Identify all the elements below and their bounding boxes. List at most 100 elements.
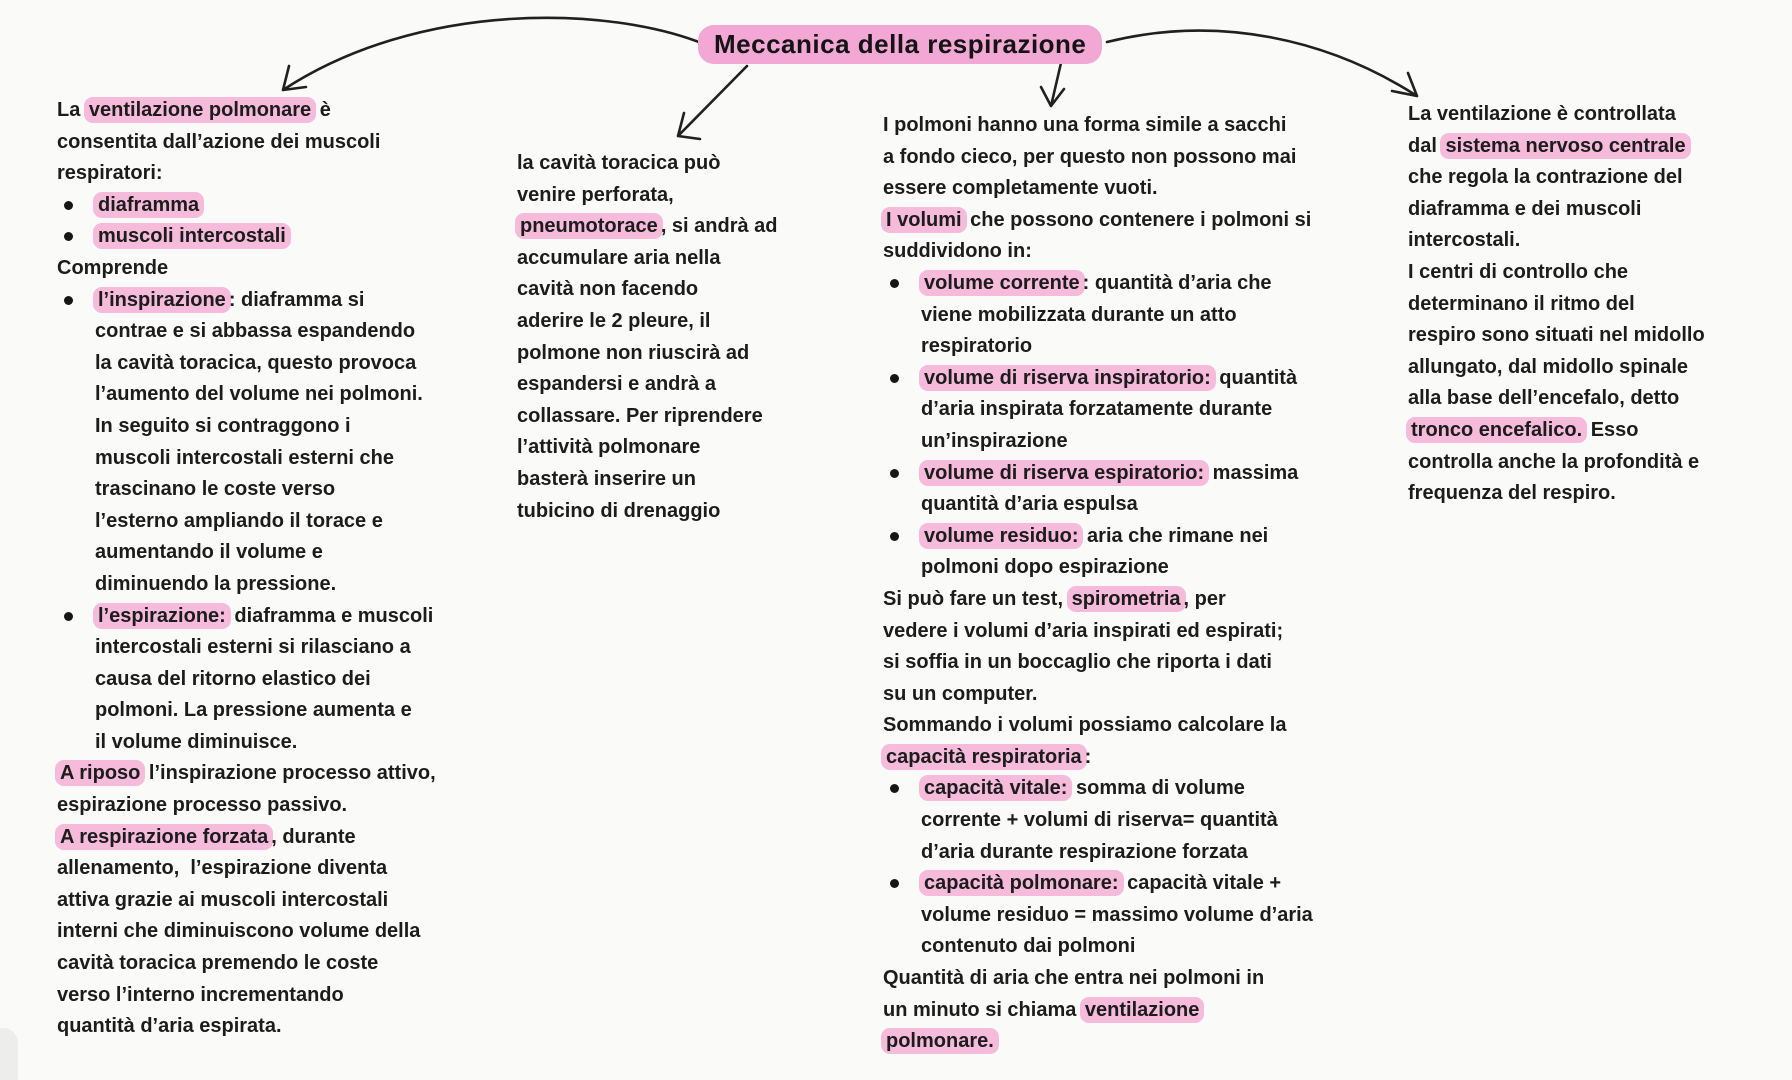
text-line: allenamento, l’espirazione diventa [57, 853, 436, 885]
text-segment: consentita dall’azione dei muscoli [57, 130, 381, 153]
text-line: diaframma e dei muscoli [1408, 194, 1705, 226]
bullet-item: l’inspirazione: diaframma si [57, 285, 436, 317]
text-segment: aria che rimane nei [1081, 524, 1269, 547]
highlighted-term: polmonare. [881, 1028, 999, 1055]
text-line: l’aumento del volume nei polmoni. [57, 379, 436, 411]
text-line: l’attività polmonare [517, 432, 778, 464]
text-segment: basterà inserire un [517, 467, 696, 490]
text-segment: diaframma e muscoli [228, 604, 434, 627]
highlighted-term: ventilazione polmonare [83, 97, 317, 123]
text-line: suddividono in: [883, 236, 1313, 268]
bullet-item: muscoli intercostali [57, 221, 436, 253]
text-segment: l’attività polmonare [517, 436, 701, 459]
bullet-dot [890, 468, 899, 478]
text-line: che regola la contrazione del [1408, 162, 1705, 194]
text-segment: somma di volume [1070, 777, 1245, 800]
text-line: un minuto si chiama ventilazione [883, 995, 1313, 1027]
text-segment: collassare. Per riprendere [517, 404, 763, 427]
highlighted-term: volume di riserva espiratorio: [919, 459, 1210, 486]
text-line: attiva grazie ai muscoli intercostali [57, 885, 436, 917]
text-line: d’aria durante respirazione forzata [883, 837, 1313, 869]
text-line: la cavità toracica può [517, 148, 778, 180]
highlighted-term: diaframma [93, 191, 205, 218]
text-segment: volume residuo = massimo volume d’aria [921, 903, 1313, 926]
text-segment: espirazione processo passivo. [57, 794, 348, 817]
highlighted-term: volume corrente [919, 269, 1085, 296]
text-segment: verso l’interno incrementando [57, 983, 344, 1006]
text-line: diminuendo la pressione. [57, 569, 436, 601]
bullet-item: capacità polmonare: capacità vitale + [883, 868, 1313, 900]
text-line: A respirazione forzata, durante [55, 822, 436, 854]
arrow-to-column-1 [281, 16, 706, 92]
text-segment: determinano il ritmo del [1408, 292, 1635, 315]
text-line: controlla anche la profondità e [1408, 447, 1705, 479]
text-line: causa del ritorno elastico dei [57, 664, 436, 696]
text-line: I volumi che possono contenere i polmoni… [881, 205, 1313, 237]
text-line: intercostali. [1408, 225, 1705, 257]
bullet-dot [64, 200, 73, 210]
text-line: il volume diminuisce. [57, 727, 436, 759]
text-line: dal sistema nervoso centrale [1408, 131, 1705, 163]
text-line: quantità d’aria espirata. [57, 1011, 436, 1043]
text-line: verso l’interno incrementando [57, 980, 436, 1012]
text-segment: venire perforata, [517, 183, 674, 206]
text-line: accumulare aria nella [517, 243, 778, 275]
text-line: Si può fare un test, spirometria, per [883, 584, 1313, 616]
highlighted-term: capacità vitale: [919, 775, 1073, 802]
text-segment: aumentando il volume e [95, 541, 323, 564]
text-line: vedere i volumi d’aria inspirati ed espi… [883, 616, 1313, 648]
text-segment: : diaframma si [228, 288, 365, 311]
text-line: aderire le 2 pleure, il [517, 306, 778, 338]
text-segment: diaframma e dei muscoli [1408, 197, 1642, 220]
text-line: un’inspirazione [883, 426, 1313, 458]
text-segment: In seguito si contraggono i [95, 414, 351, 437]
text-segment: quantità d’aria espirata. [57, 1015, 282, 1038]
bullet-item: volume di riserva inspiratorio: quantità [883, 363, 1313, 395]
text-segment: I centri di controllo che [1408, 260, 1629, 283]
text-line: polmoni. La pressione aumenta e [57, 695, 436, 727]
text-segment: La [57, 99, 86, 121]
text-line: polmonare. [881, 1026, 1313, 1058]
arrow-to-column-4 [1105, 29, 1419, 98]
text-line: respiro sono situati nel midollo [1408, 320, 1705, 352]
text-line: La ventilazione polmonare è [57, 95, 436, 127]
text-segment: , si andrà ad [660, 215, 778, 238]
text-line: I polmoni hanno una forma simile a sacch… [883, 110, 1313, 142]
text-line: frequenza del respiro. [1408, 478, 1705, 510]
text-line: tronco encefalico. Esso [1406, 415, 1705, 447]
text-segment: un minuto si chiama [883, 998, 1082, 1021]
text-segment: respiratori: [57, 162, 163, 185]
text-line: cavità non facendo [517, 274, 778, 306]
text-line: respiratori: [57, 158, 436, 190]
text-segment: attiva grazie ai muscoli intercostali [57, 888, 389, 911]
text-segment: muscoli intercostali esterni che [95, 446, 394, 469]
bullet-dot [64, 232, 73, 242]
text-line: alla base dell’encefalo, detto [1408, 383, 1705, 415]
text-segment: intercostali esterni si rilasciano a [95, 636, 411, 659]
text-segment: I polmoni hanno una forma simile a sacch… [883, 114, 1287, 136]
text-line: quantità d’aria espulsa [883, 489, 1313, 521]
bullet-dot [64, 295, 73, 305]
text-segment: è [314, 99, 331, 121]
page-corner-artifact [0, 1028, 18, 1080]
text-line: contenuto dai polmoni [883, 931, 1313, 963]
column-pneumothorax: la cavità toracica può venire perforata, p… [515, 148, 778, 527]
column-lung-volumes: I polmoni hanno una forma simile a sacch… [881, 110, 1313, 1058]
text-segment: corrente + volumi di riserva= quantità [921, 809, 1278, 832]
text-line: contrae e si abbassa espandendo [57, 316, 436, 348]
text-line: volume residuo = massimo volume d’aria [883, 900, 1313, 932]
text-line: allungato, dal midollo spinale [1408, 352, 1705, 384]
text-segment: che regola la contrazione del [1408, 166, 1683, 189]
text-segment: respiro sono situati nel midollo [1408, 324, 1705, 347]
text-segment: che possono contenere i polmoni si [964, 208, 1312, 231]
text-segment: d’aria durante respirazione forzata [921, 840, 1248, 863]
text-segment: la cavità toracica, questo provoca [95, 351, 417, 374]
text-line: interni che diminuiscono volume della [57, 916, 436, 948]
highlighted-term: pneumotorace [515, 213, 663, 240]
text-segment: Sommando i volumi possiamo calcolare la [883, 714, 1287, 737]
bullet-item: diaframma [57, 190, 436, 222]
text-segment: viene mobilizzata durante un atto [921, 303, 1237, 326]
text-segment: quantità [1213, 366, 1298, 389]
text-line: Sommando i volumi possiamo calcolare la [883, 710, 1313, 742]
